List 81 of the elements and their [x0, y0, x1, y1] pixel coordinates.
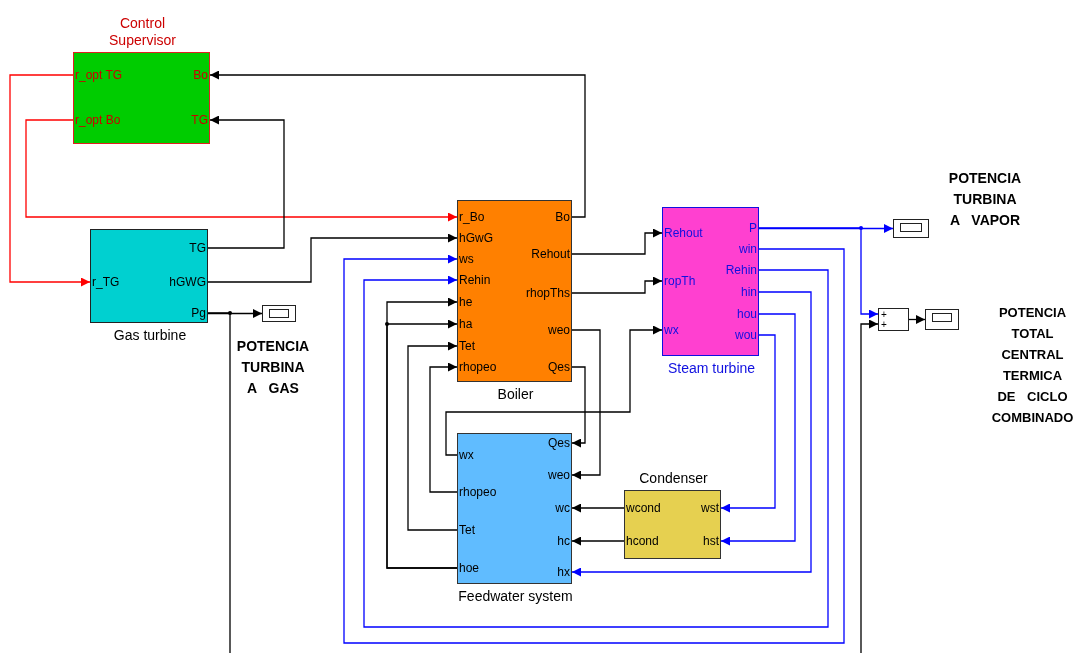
signal-arrow: [209, 70, 586, 218]
port-label: hou: [734, 307, 759, 321]
port-label: Bo: [553, 210, 572, 224]
port-label: Qes: [546, 436, 572, 450]
port-label: Pg: [189, 306, 208, 320]
port-label: r_TG: [90, 275, 122, 289]
signal-arrow: [720, 334, 776, 513]
signal-arrow: [363, 269, 829, 628]
signal-arrow: [720, 313, 796, 546]
port-label: r_opt Bo: [73, 113, 123, 127]
port-label: ropTh: [662, 274, 698, 288]
port-label: Rehin: [457, 273, 493, 287]
port-label: hoe: [457, 561, 482, 575]
port-label: hcond: [624, 534, 661, 548]
port-label: weo: [546, 468, 572, 482]
port-label: TG: [189, 113, 210, 127]
port-label: hc: [555, 534, 572, 548]
block-title: Control Supervisor: [108, 15, 177, 49]
signal-arrow: [908, 315, 926, 324]
port-label: ha: [457, 317, 475, 331]
port-label: TG: [187, 241, 208, 255]
block-title: Condenser: [638, 470, 709, 487]
signal-arrow: [343, 248, 845, 644]
sum-block: [878, 308, 909, 331]
port-label: Tet: [457, 339, 477, 353]
port-label: rhopeo: [457, 485, 499, 499]
port-label: Rehout: [662, 226, 705, 240]
port-label: wc: [553, 501, 572, 515]
signal-arrow: [445, 325, 663, 456]
port-label: win: [737, 242, 759, 256]
port-label: wx: [662, 323, 681, 337]
signal-arrow: [758, 227, 879, 319]
port-label: rhopeo: [457, 360, 499, 374]
signal-arrow: [407, 341, 458, 531]
port-label: hst: [701, 534, 721, 548]
port-label: r_opt TG: [73, 68, 125, 82]
port-label: he: [457, 295, 475, 309]
port-label: wx: [457, 448, 476, 462]
port-label: hin: [739, 285, 759, 299]
port-label: Rehin: [723, 263, 759, 277]
port-label: hGwG: [457, 231, 495, 245]
port-label: Bo: [191, 68, 210, 82]
port-label: Rehout: [529, 247, 572, 261]
scope-block: [262, 305, 296, 322]
port-label: wcond: [624, 501, 663, 515]
signal-line: [207, 312, 231, 653]
scope-caption: POTENCIA TURBINA A VAPOR: [947, 169, 1023, 230]
port-label: Qes: [546, 360, 572, 374]
signal-arrow: [429, 362, 458, 493]
port-label: hGWG: [167, 275, 208, 289]
signal-arrow: [571, 329, 601, 480]
port-label: r_Bo: [457, 210, 487, 224]
signal-arrow: [9, 74, 91, 287]
signal-arrow: [571, 291, 812, 577]
port-label: weo: [546, 323, 572, 337]
signal-arrow: [207, 233, 458, 283]
block-title: Feedwater system: [457, 588, 574, 605]
scope-block: [925, 309, 959, 330]
port-label: Tet: [457, 523, 477, 537]
signal-arrow: [571, 228, 663, 255]
port-label: wst: [699, 501, 721, 515]
scope-caption: POTENCIA TURBINA A GAS: [235, 337, 311, 398]
signal-arrow: [571, 276, 663, 294]
port-label: hx: [555, 565, 572, 579]
signal-arrow: [25, 119, 458, 222]
block-title: Steam turbine: [666, 360, 757, 377]
signal-arrow: [571, 536, 625, 546]
port-label: ws: [457, 252, 476, 266]
block-title: Gas turbine: [112, 327, 188, 344]
scope-block: [893, 219, 929, 238]
signal-arrow: [207, 115, 285, 249]
signal-arrow: [860, 319, 879, 653]
port-label: P: [747, 221, 759, 235]
signal-arrow: [571, 503, 625, 513]
sign-label: +: [881, 310, 887, 320]
signal-arrow: [571, 366, 586, 448]
port-label: wou: [733, 328, 759, 342]
sign-label: +: [881, 320, 887, 330]
port-label: rhopThs: [523, 286, 572, 300]
scope-caption: POTENCIA TOTAL CENTRAL TERMICA DE CICLO COMBINADO: [990, 304, 1075, 427]
block-title: Boiler: [496, 386, 535, 403]
